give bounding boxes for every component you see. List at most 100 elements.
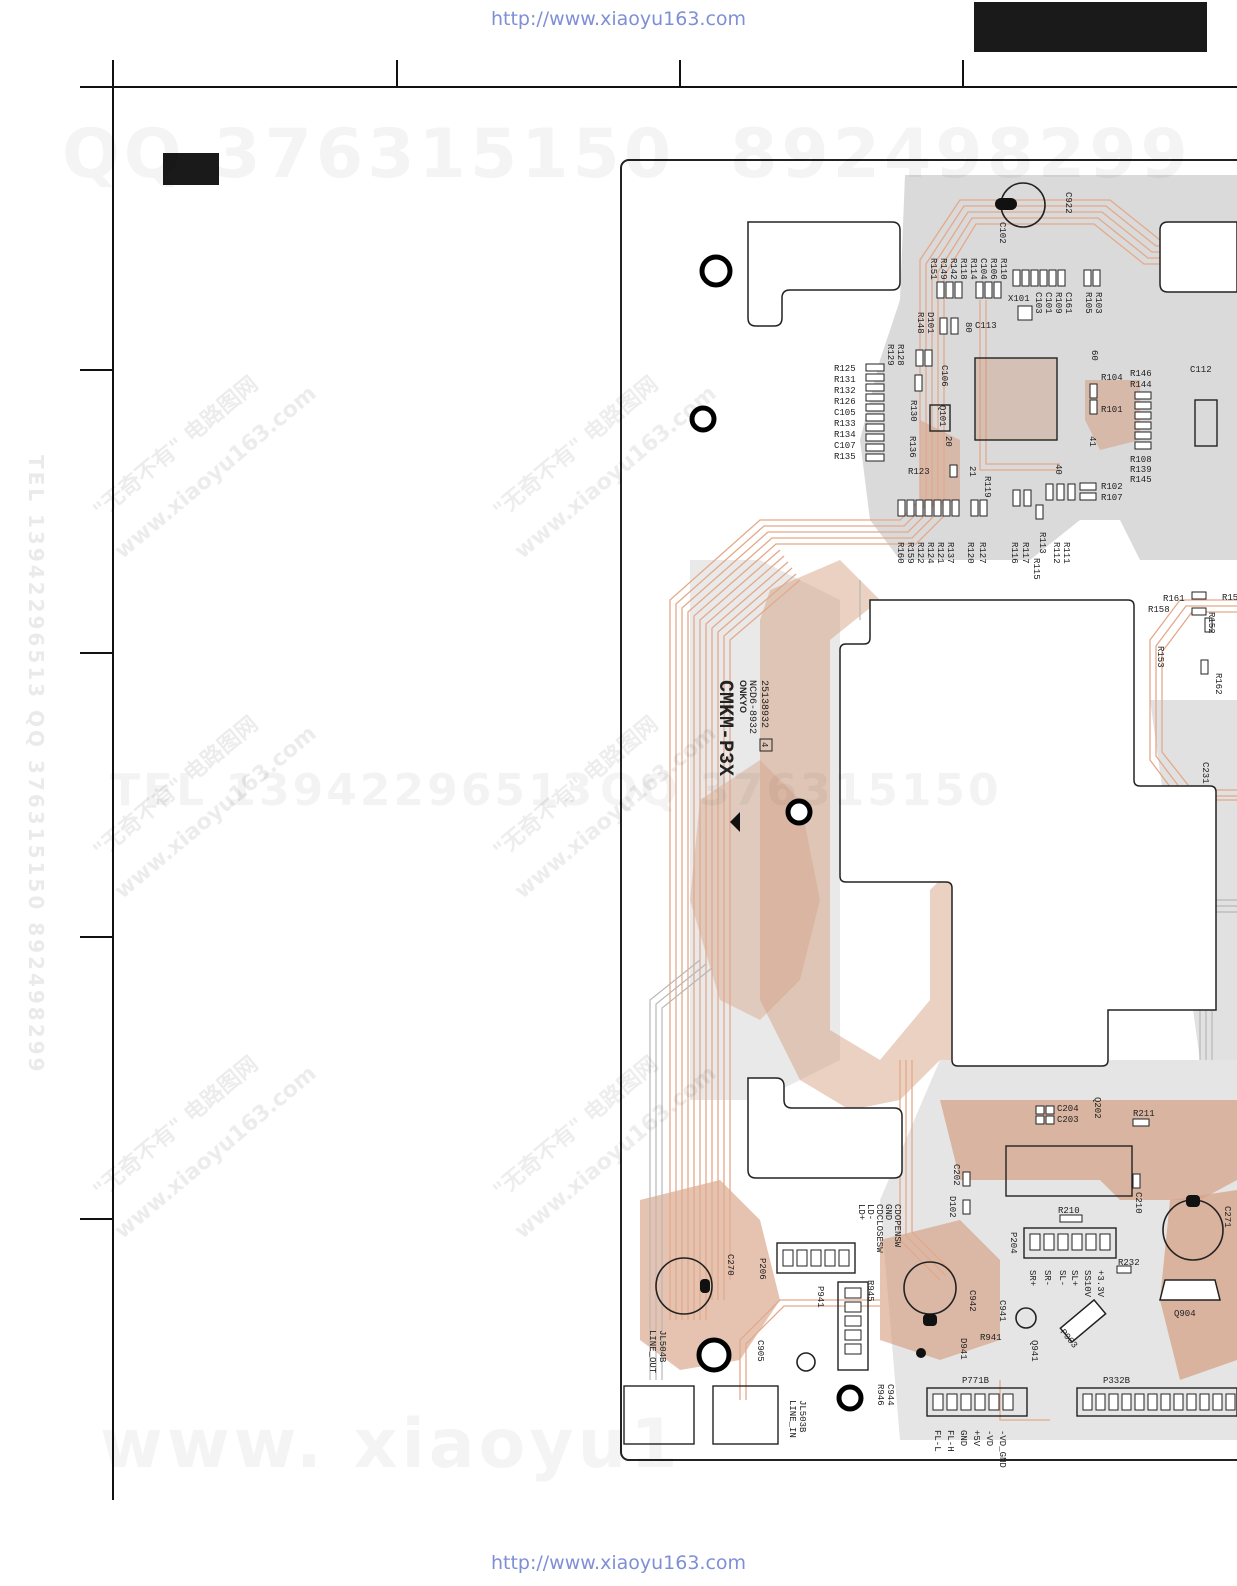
svg-text:Q202: Q202 bbox=[1092, 1097, 1102, 1119]
svg-text:R125: R125 bbox=[834, 364, 856, 374]
cutout-center bbox=[839, 599, 1217, 1067]
footer-url[interactable]: http://www.xiaoyu163.com bbox=[490, 1552, 747, 1574]
svg-text:R159: R159 bbox=[905, 542, 915, 564]
svg-text:Q941: Q941 bbox=[1029, 1340, 1039, 1362]
cutout-top-right bbox=[1159, 221, 1237, 293]
svg-text:P332B: P332B bbox=[1103, 1376, 1131, 1386]
svg-text:+3.3V: +3.3V bbox=[1095, 1270, 1105, 1298]
svg-text:R108: R108 bbox=[1130, 455, 1152, 465]
frame-left-line bbox=[112, 60, 114, 1500]
watermark-tel: TEL 13942296513 bbox=[110, 765, 595, 816]
frame-row-tick-3 bbox=[80, 936, 114, 938]
svg-text:C105: C105 bbox=[834, 408, 856, 418]
svg-text:R144: R144 bbox=[1130, 380, 1152, 390]
ic-main bbox=[974, 357, 1058, 441]
cap-c270 bbox=[655, 1257, 713, 1315]
connector-p771b bbox=[926, 1387, 1028, 1417]
svg-text:R941: R941 bbox=[980, 1333, 1002, 1343]
svg-text:CDCLOSESW: CDCLOSESW bbox=[874, 1204, 884, 1253]
svg-text:R113: R113 bbox=[1037, 532, 1047, 554]
svg-text:C107: C107 bbox=[834, 441, 856, 451]
mounting-holes bbox=[689, 254, 864, 1412]
watermark-side: TEL 13942296513 QQ 376315150 892498299 bbox=[24, 455, 48, 1075]
svg-text:P206: P206 bbox=[757, 1258, 767, 1280]
hole-1 bbox=[699, 254, 733, 288]
svg-text:GND: GND bbox=[958, 1430, 968, 1446]
jack-jl504b bbox=[623, 1385, 695, 1445]
hole-2 bbox=[689, 405, 717, 433]
svg-text:GND: GND bbox=[883, 1204, 893, 1220]
connector-p332b bbox=[1076, 1387, 1237, 1417]
svg-text:R139: R139 bbox=[1130, 465, 1152, 475]
board-brand: ONKYO bbox=[738, 680, 748, 713]
svg-text:R152: R152 bbox=[1206, 612, 1216, 634]
svg-text:R123: R123 bbox=[908, 467, 930, 477]
svg-text:+5V: +5V bbox=[971, 1430, 981, 1447]
svg-text:SR+: SR+ bbox=[1027, 1270, 1037, 1286]
svg-text:R102: R102 bbox=[1101, 482, 1123, 492]
svg-text:SS10V: SS10V bbox=[1082, 1270, 1092, 1298]
svg-text:R136: R136 bbox=[907, 436, 917, 458]
ic-chips bbox=[623, 357, 1237, 1445]
svg-text:R114: R114 bbox=[968, 258, 978, 280]
board-cutouts bbox=[747, 221, 1237, 1179]
cap-fills bbox=[700, 198, 1200, 1358]
svg-text:R126: R126 bbox=[834, 397, 856, 407]
frame-col-tick-3 bbox=[962, 60, 964, 88]
svg-text:R128: R128 bbox=[895, 344, 905, 366]
label-c102: C102 bbox=[997, 222, 1007, 244]
svg-text:R135: R135 bbox=[834, 452, 856, 462]
frame-row-tick-2 bbox=[80, 652, 114, 654]
svg-text:R101: R101 bbox=[1101, 405, 1123, 415]
pcb-labels: C922 C102 R110 R106 C104 R114 R118 R142 … bbox=[647, 192, 1237, 1468]
svg-text:20: 20 bbox=[943, 436, 953, 447]
svg-text:R151: R151 bbox=[928, 258, 938, 280]
watermark-site-big: www. xiaoyu1 bbox=[100, 1405, 681, 1484]
ic-c112 bbox=[1194, 399, 1218, 447]
cutout-top-left bbox=[747, 221, 901, 327]
svg-text:C270: C270 bbox=[725, 1254, 735, 1276]
svg-text:21: 21 bbox=[967, 466, 977, 477]
svg-text:FL-H: FL-H bbox=[945, 1430, 955, 1452]
svg-text:R121: R121 bbox=[935, 542, 945, 564]
connector-p941 bbox=[837, 1281, 869, 1371]
svg-text:R118: R118 bbox=[958, 258, 968, 280]
svg-text:R160: R160 bbox=[895, 542, 905, 564]
svg-text:SL+: SL+ bbox=[1069, 1270, 1079, 1286]
svg-text:C271: C271 bbox=[1222, 1206, 1232, 1228]
svg-text:R945: R945 bbox=[865, 1280, 875, 1302]
svg-text:C941: C941 bbox=[997, 1300, 1007, 1322]
header-url[interactable]: http://www.xiaoyu163.com bbox=[490, 8, 747, 30]
cutout-bottom-left bbox=[747, 1077, 903, 1179]
svg-text:X101: X101 bbox=[1008, 294, 1030, 304]
q101-box bbox=[929, 404, 951, 432]
svg-text:R109: R109 bbox=[1053, 292, 1063, 314]
svg-text:R946: R946 bbox=[875, 1384, 885, 1406]
svg-text:LD-: LD- bbox=[865, 1204, 875, 1220]
svg-text:R116: R116 bbox=[1009, 542, 1019, 564]
svg-text:LD+: LD+ bbox=[856, 1204, 866, 1220]
svg-text:60: 60 bbox=[1089, 350, 1099, 361]
svg-text:C204: C204 bbox=[1057, 1104, 1079, 1114]
frame-row-tick-1 bbox=[80, 369, 114, 371]
svg-text:C202: C202 bbox=[951, 1164, 961, 1186]
q904-body bbox=[1159, 1279, 1221, 1301]
svg-text:R122: R122 bbox=[915, 542, 925, 564]
svg-text:R211: R211 bbox=[1133, 1109, 1155, 1119]
svg-text:R110: R110 bbox=[998, 258, 1008, 280]
cap-c905 bbox=[796, 1352, 816, 1372]
svg-text:R133: R133 bbox=[834, 419, 856, 429]
svg-text:R142: R142 bbox=[948, 258, 958, 280]
orange-traces bbox=[669, 199, 1237, 1421]
svg-text:R111: R111 bbox=[1061, 542, 1071, 564]
svg-text:41: 41 bbox=[1087, 436, 1097, 447]
svg-text:R210: R210 bbox=[1058, 1206, 1080, 1216]
svg-text:P771B: P771B bbox=[962, 1376, 990, 1386]
svg-text:-VD_GND: -VD_GND bbox=[997, 1430, 1007, 1468]
watermark-qq-number: 892498299 bbox=[730, 115, 1192, 194]
hole-3 bbox=[785, 798, 813, 826]
svg-text:R129: R129 bbox=[885, 344, 895, 366]
svg-text:R130: R130 bbox=[908, 400, 918, 422]
svg-text:40: 40 bbox=[1053, 464, 1063, 475]
